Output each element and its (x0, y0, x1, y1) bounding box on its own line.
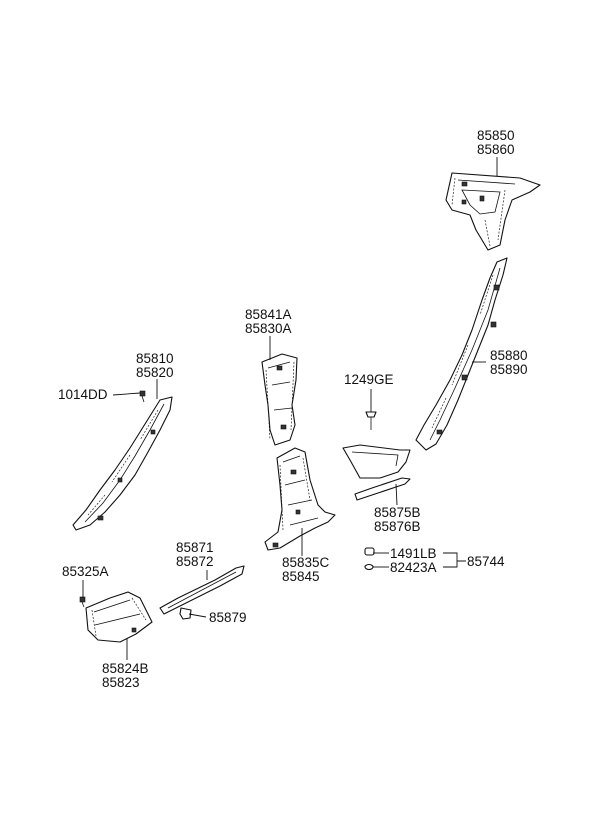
clip-1491LB (364, 547, 375, 556)
label-85879: 85879 (209, 610, 247, 625)
leader-lines (82, 157, 498, 660)
label-85823: 85823 (102, 675, 140, 690)
part-85841A-b-pillar-upper (261, 353, 298, 446)
label-85875B: 85875B (374, 505, 421, 520)
part-85810-a-pillar-trim (72, 396, 173, 531)
label-1249GE: 1249GE (344, 372, 394, 387)
part-85824B-kick-panel (85, 591, 153, 643)
label-85845: 85845 (282, 569, 320, 584)
label-85876B: 85876B (374, 519, 421, 534)
part-labels: 85850 85860 85880 85890 85841A 85830A 85… (58, 128, 528, 690)
label-82423A: 82423A (390, 560, 437, 575)
label-85841A: 85841A (245, 307, 292, 322)
label-85824B: 85824B (102, 661, 149, 676)
label-85325A: 85325A (62, 564, 109, 579)
label-85830A: 85830A (245, 321, 292, 336)
label-85880: 85880 (490, 348, 528, 363)
label-85872: 85872 (176, 554, 214, 569)
washer-82423A (364, 563, 374, 571)
part-85871-sill-strip (159, 565, 245, 615)
label-85871: 85871 (176, 540, 214, 555)
clip-85879 (179, 607, 192, 620)
screw-1014DD (139, 390, 146, 403)
label-85860: 85860 (477, 142, 515, 157)
part-85875B-garnish-panel (342, 444, 411, 479)
part-85880-c-pillar-trim (415, 257, 508, 451)
part-85835C-b-pillar-lower (264, 447, 336, 551)
part-85875B-garnish-strip (354, 477, 411, 501)
label-85820: 85820 (136, 365, 174, 380)
screw-85325A (79, 596, 86, 608)
label-85810: 85810 (136, 351, 174, 366)
label-85890: 85890 (490, 362, 528, 377)
label-85850: 85850 (477, 128, 515, 143)
label-85835C: 85835C (282, 555, 330, 570)
part-85850-rear-upper-trim (445, 172, 541, 251)
label-1491LB: 1491LB (390, 546, 437, 561)
screw-1249GE (365, 411, 377, 430)
label-1014DD: 1014DD (58, 387, 108, 402)
label-85744: 85744 (467, 554, 505, 569)
